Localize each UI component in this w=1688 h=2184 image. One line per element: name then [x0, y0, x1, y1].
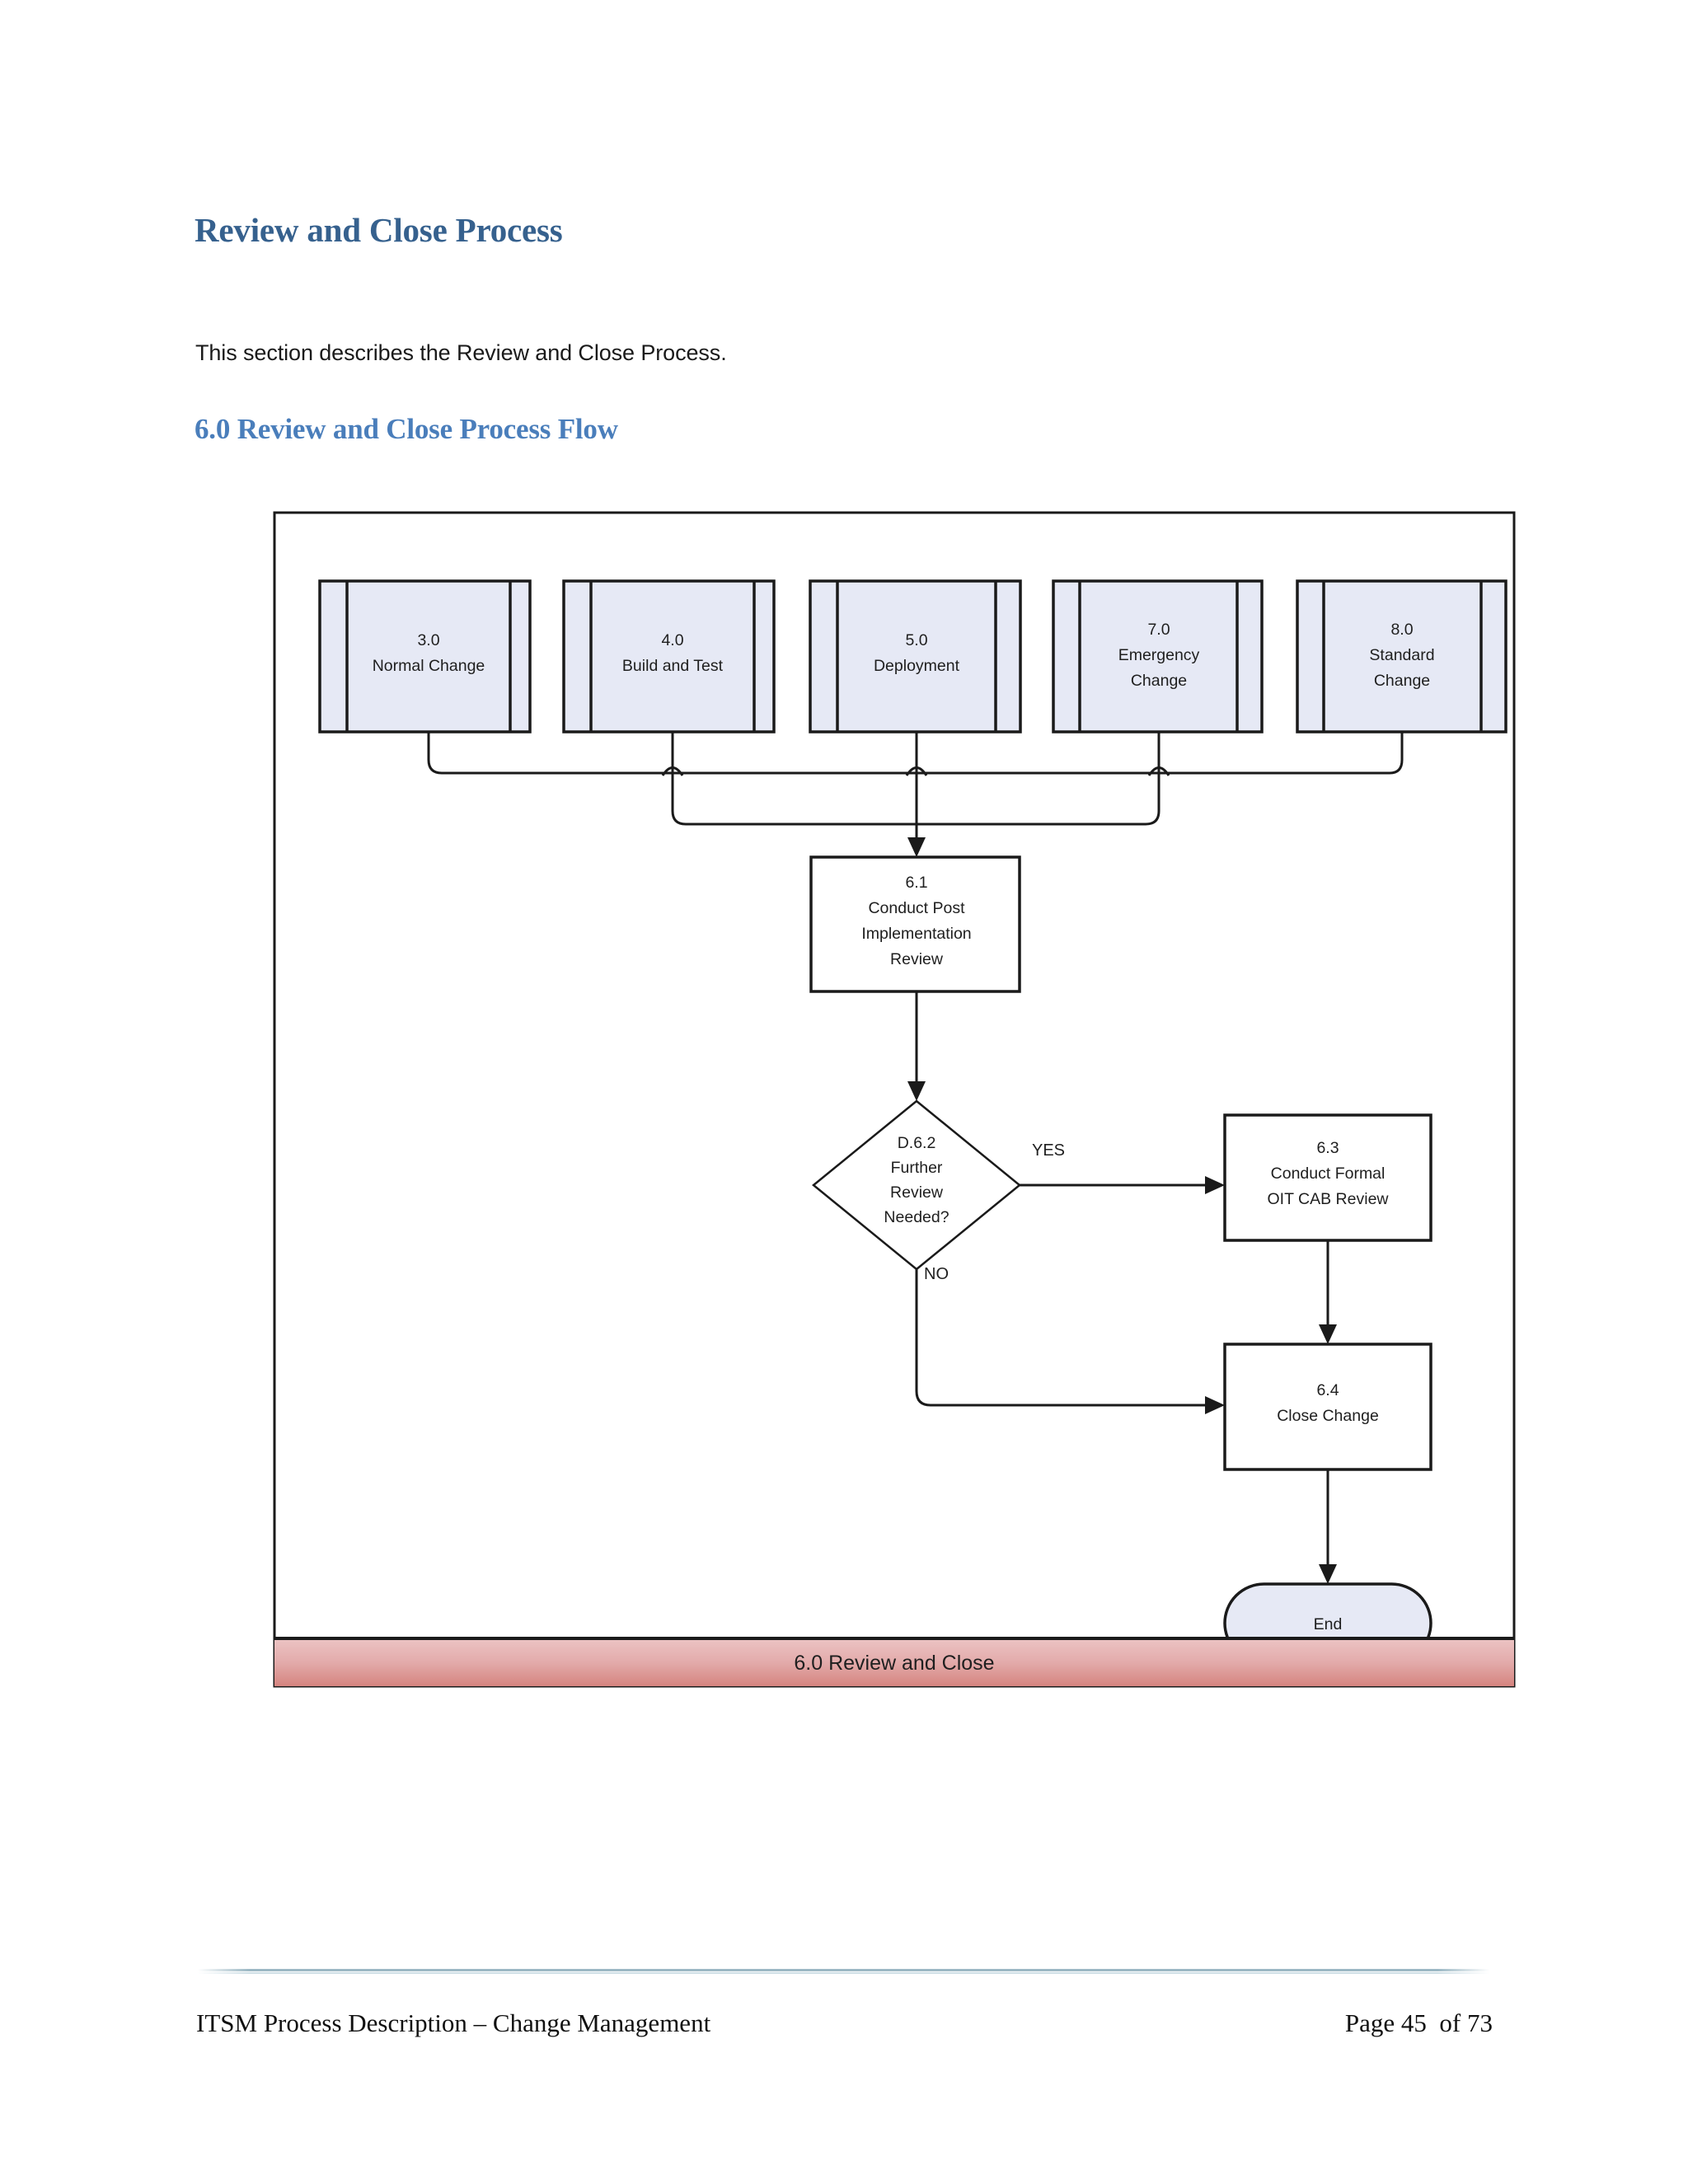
node-label-line1: 7.0: [1147, 621, 1170, 639]
swimlane-band-label: 6.0 Review and Close: [794, 1652, 994, 1675]
node-label-line1: 6.1: [905, 874, 927, 892]
node-label-line2: Deployment: [874, 657, 960, 675]
line-jump-5-0: [905, 766, 928, 776]
intro-paragraph: This section describes the Review and Cl…: [195, 340, 727, 365]
node-label-line1: 5.0: [905, 631, 927, 649]
node-label-line1: 8.0: [1390, 621, 1413, 639]
edge-label-yes: YES: [1032, 1141, 1065, 1160]
node-label-line2: Normal Change: [373, 657, 485, 675]
arrowhead-no-into-6-4: [1205, 1396, 1225, 1414]
connector-6-4-to-end: [1319, 1469, 1337, 1584]
node-label-line2: Conduct Formal: [1271, 1165, 1386, 1183]
node-label-line1: 6.3: [1316, 1139, 1339, 1157]
node-6-4-close-change[interactable]: 6.4 Close Change: [1223, 1343, 1432, 1471]
footer-page-number: Page 45 of 73: [1344, 2008, 1493, 2037]
node-label-line3: OIT CAB Review: [1267, 1190, 1389, 1208]
node-6-3-conduct-formal-oit-cab-review[interactable]: 6.3 Conduct Formal OIT CAB Review: [1223, 1113, 1432, 1242]
footer-divider-light: [198, 1972, 1489, 1974]
node-3-0-normal-change[interactable]: 3.0 Normal Change: [318, 579, 532, 733]
swimlane-band: 6.0 Review and Close: [274, 1637, 1514, 1686]
node-label-line2: Build and Test: [622, 657, 724, 675]
section-subheading: 6.0 Review and Close Process Flow: [195, 413, 618, 446]
node-6-1-conduct-post-implementation-review[interactable]: 6.1 Conduct Post Implementation Review: [809, 855, 1021, 993]
node-label-line2: Emergency: [1118, 646, 1200, 664]
node-label-line1: 6.4: [1316, 1381, 1339, 1399]
node-4-0-build-and-test[interactable]: 4.0 Build and Test: [562, 579, 776, 733]
footer-document-title: ITSM Process Description – Change Manage…: [196, 2008, 711, 2037]
connector-6-3-to-6-4: [1319, 1240, 1337, 1344]
node-label-line2: Further: [891, 1159, 943, 1177]
node-label-line3: Change: [1131, 672, 1187, 690]
line-jump-7-0: [1147, 766, 1170, 776]
connector-yes-to-6-3: [1020, 1176, 1225, 1194]
node-label-end: End: [1314, 1615, 1343, 1633]
page-title: Review and Close Process: [195, 211, 563, 250]
node-label-line1: 3.0: [417, 631, 439, 649]
node-7-0-emergency-change[interactable]: 7.0 Emergency Change: [1052, 579, 1264, 733]
node-label-line2: Conduct Post: [868, 899, 965, 917]
connector-6-1-to-decision: [907, 991, 926, 1101]
node-label-line4: Needed?: [884, 1208, 949, 1226]
edge-label-no: NO: [924, 1265, 949, 1283]
node-label-line3: Change: [1374, 672, 1430, 690]
node-label-line1: D.6.2: [898, 1134, 936, 1152]
line-jump-4-0: [661, 766, 684, 776]
node-5-0-deployment[interactable]: 5.0 Deployment: [809, 579, 1022, 733]
footer-divider: [198, 1969, 1489, 1971]
node-d-6-2-further-review-needed[interactable]: D.6.2 Further Review Needed?: [812, 1099, 1021, 1271]
arrowhead-into-6-1: [907, 837, 926, 857]
node-label-line1: 4.0: [661, 631, 683, 649]
node-label-line3: Review: [890, 1183, 944, 1202]
node-label-line2: Close Change: [1277, 1407, 1379, 1425]
merge-connectors: [427, 732, 1404, 844]
node-8-0-standard-change[interactable]: 8.0 Standard Change: [1296, 579, 1507, 733]
node-label-line2: Standard: [1369, 646, 1434, 664]
process-flow-diagram: 3.0 Normal Change 4.0 Build and Test 5.0…: [273, 511, 1516, 1688]
connector-no-to-6-4: [915, 1269, 1211, 1407]
node-label-line4: Review: [890, 950, 944, 968]
node-label-line3: Implementation: [861, 925, 971, 943]
